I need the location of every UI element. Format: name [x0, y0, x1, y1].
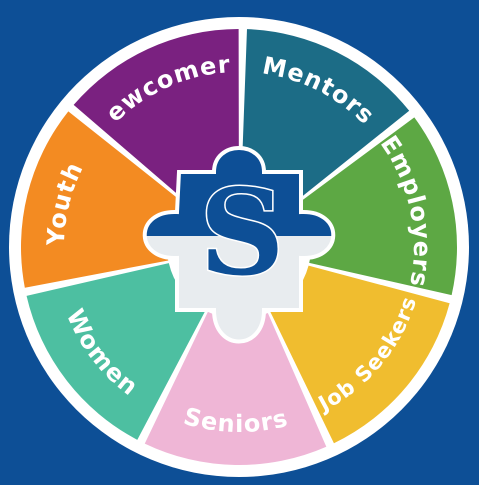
logo-s-letter: S: [199, 163, 284, 302]
segment-employers: [296, 117, 457, 296]
segment-mentors: [241, 29, 410, 203]
hub-lower-half: [142, 236, 336, 344]
segment-women: [26, 263, 206, 440]
wheel-segments: [20, 29, 457, 465]
segment-youth: [20, 111, 183, 288]
segment-newcomers: [73, 29, 239, 201]
segment-job-seekers: [270, 265, 450, 444]
segment-seniors: [144, 311, 327, 465]
hub-upper-half: [142, 146, 336, 236]
center-hub-logo: S: [142, 146, 336, 344]
